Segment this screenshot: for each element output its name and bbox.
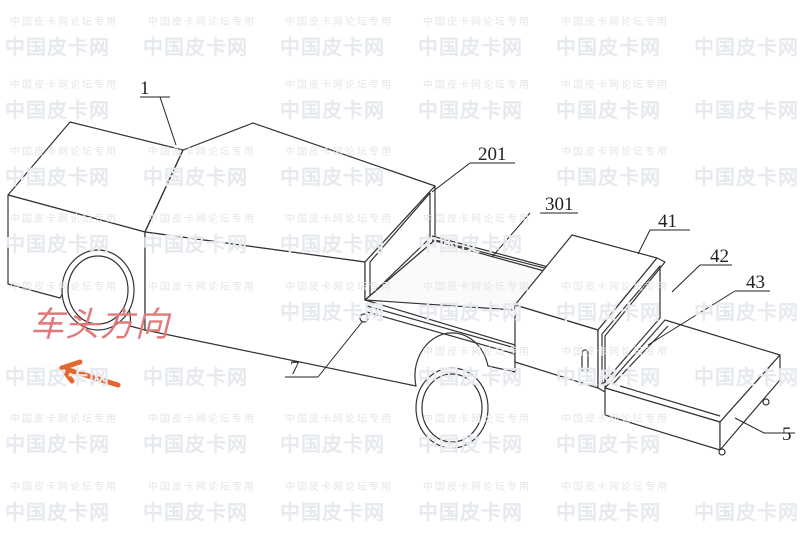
label-301: 301 <box>545 194 574 215</box>
drawer-5-side <box>719 354 781 451</box>
label-5: 5 <box>782 424 792 445</box>
door-handle <box>581 349 589 373</box>
label-41: 41 <box>658 211 677 232</box>
direction-arrow <box>59 359 121 388</box>
latch-7 <box>359 313 369 323</box>
label-1: 1 <box>140 78 150 99</box>
label-201: 201 <box>478 144 507 165</box>
body-side <box>144 231 516 387</box>
label-42: 42 <box>710 246 729 267</box>
front-wheel <box>61 249 135 331</box>
label-7: 7 <box>290 358 300 379</box>
vehicle-front-direction-text: 车头方向 <box>30 305 170 345</box>
label-43: 43 <box>746 272 765 293</box>
rear-wheel <box>415 367 489 449</box>
door-42 <box>597 257 666 393</box>
